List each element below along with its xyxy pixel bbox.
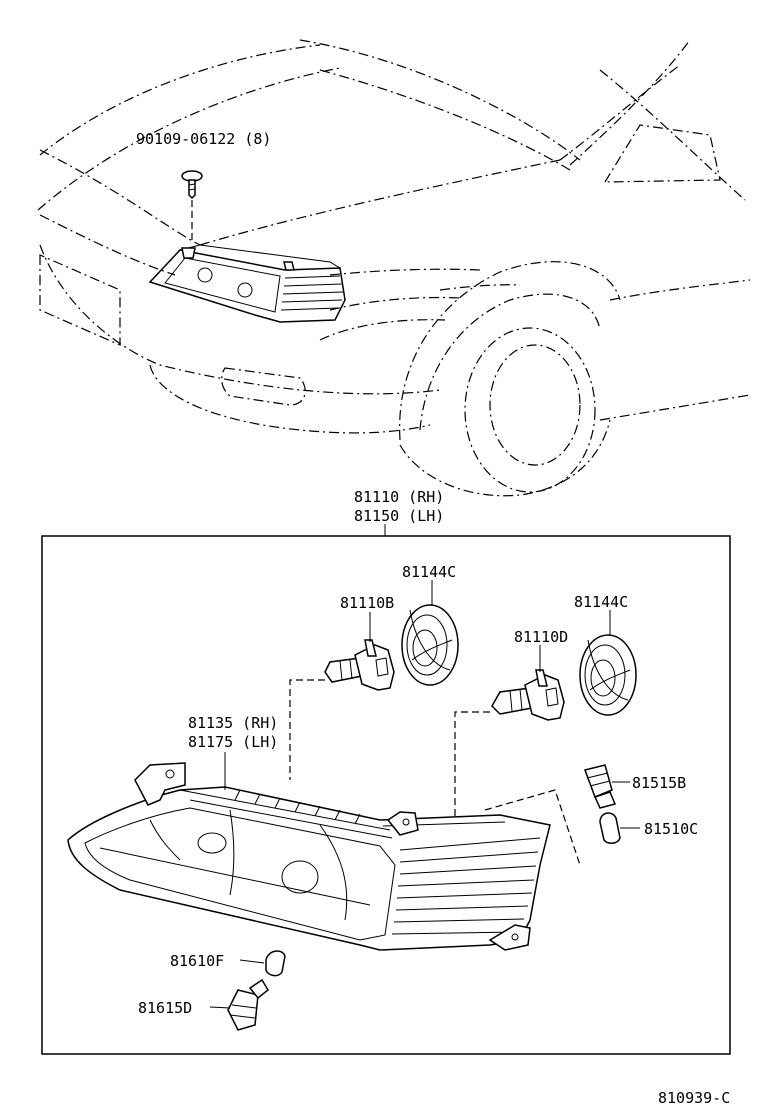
socket-515b-label: 81515B (632, 774, 686, 792)
bulb-610f-label: 81610F (170, 952, 224, 970)
wedge-bulb-icon (599, 812, 621, 844)
bulb-socket-icon (584, 764, 617, 809)
assembly-lh-label: 81150 (LH) (354, 507, 444, 525)
bulb-b-label: 81110B (340, 594, 394, 612)
car-front-illustration (37, 39, 751, 497)
socket-cover-label: 81144C (574, 593, 628, 611)
socket-cover-icon (401, 604, 459, 686)
headlamp-bulb-icon (491, 669, 565, 721)
bulb-510c-label: 81510C (644, 820, 698, 838)
headlamp-unit-illustration (67, 762, 551, 951)
figure-number: 810939-C (658, 1089, 730, 1107)
screw-icon (181, 170, 203, 200)
parts-box (41, 535, 731, 1055)
socket-615d-label: 81615D (138, 999, 192, 1017)
bulb-d-label: 81110D (514, 628, 568, 646)
headlamp-bulb-icon (324, 639, 395, 691)
screw-label: 90109-06122 (8) (136, 130, 271, 148)
socket-cover-icon (579, 634, 637, 716)
unit-lh-label: 81175 (LH) (188, 733, 278, 751)
socket-cover-label: 81144C (402, 563, 456, 581)
unit-rh-label: 81135 (RH) (188, 714, 278, 732)
assembly-rh-label: 81110 (RH) (354, 488, 444, 506)
bulb-socket-icon (227, 978, 269, 1031)
wedge-bulb-icon (265, 950, 286, 977)
